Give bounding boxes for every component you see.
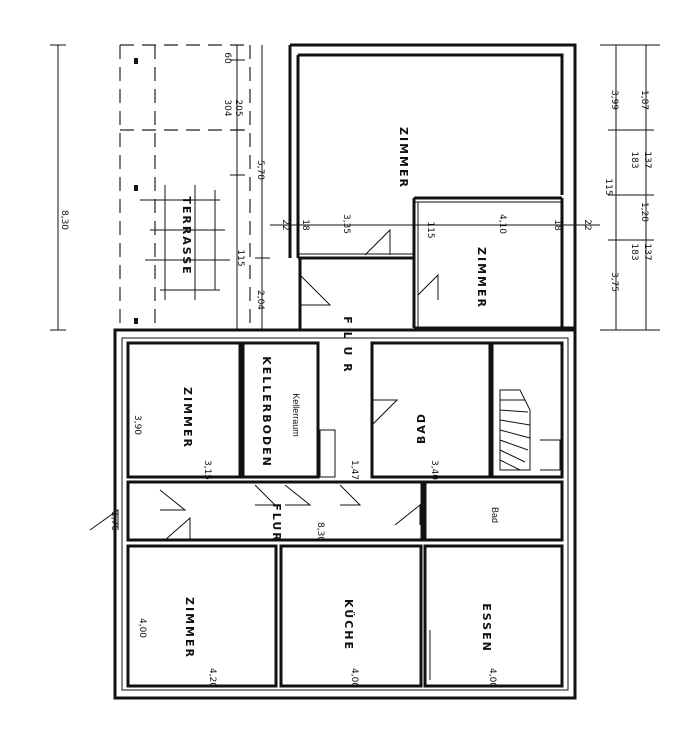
dim-410: 4,10 bbox=[497, 214, 507, 234]
room-label-flur-vertical: F L U R bbox=[341, 316, 354, 373]
room-label-terrasse: TERRASSE bbox=[180, 196, 193, 275]
dim-18-right: 18 bbox=[552, 219, 562, 231]
dim-60: 60 bbox=[222, 52, 232, 64]
dim-315: 3,15 bbox=[202, 460, 212, 480]
dim-205: 205 bbox=[233, 99, 243, 116]
dim-400-kueche: 4,00 bbox=[349, 668, 359, 688]
dim-147: 1,47 bbox=[349, 460, 359, 480]
dim-335: 3,35 bbox=[341, 214, 351, 234]
dimension-lines bbox=[50, 44, 660, 331]
dim-399: 3,99 bbox=[609, 90, 619, 110]
dim-115-right: 115 bbox=[603, 178, 613, 195]
room-label-flur-horizontal: FLUR bbox=[270, 503, 283, 543]
dim-137-top: 137 bbox=[642, 151, 652, 168]
room-label-kellerboden: KELLERBODEN bbox=[260, 356, 273, 468]
room-label-bad: Bad bbox=[490, 507, 500, 523]
room-label-kueche: KÜCHE bbox=[342, 599, 356, 651]
dim-183-bot: 183 bbox=[629, 243, 639, 260]
room-label-kellerraum: Kellerraum bbox=[291, 393, 301, 437]
dim-115-left: 115 bbox=[235, 249, 245, 266]
dim-183-top: 183 bbox=[629, 151, 639, 168]
room-label-zimmer-top: ZIMMER bbox=[397, 127, 410, 189]
dim-total-830: 8,30 bbox=[59, 210, 69, 230]
room-label-bad-top: BAD bbox=[415, 412, 428, 444]
dim-340: 3,40 bbox=[429, 460, 439, 480]
dim-137-bot: 137 bbox=[642, 243, 652, 260]
dim-375: 3,75 bbox=[609, 272, 619, 292]
dim-390: 3,90 bbox=[132, 415, 142, 435]
room-label-zimmer-bottom: ZIMMER bbox=[183, 597, 196, 659]
dim-176: 1,76 bbox=[109, 511, 119, 531]
dim-18-left: 18 bbox=[300, 219, 310, 231]
room-label-zimmer-right: ZIMMER bbox=[475, 247, 488, 309]
staircase bbox=[499, 389, 561, 471]
dim-187: 1,87 bbox=[639, 90, 649, 110]
room-label-zimmer-mid-left: ZIMMER bbox=[181, 387, 194, 449]
dim-304: 304 bbox=[222, 99, 232, 116]
lower-walls bbox=[113, 328, 577, 700]
room-label-essen: ESSEN bbox=[480, 603, 493, 653]
dim-22-right: 22 bbox=[582, 219, 592, 230]
dim-420: 4,20 bbox=[207, 668, 217, 688]
dim-570: 5,70 bbox=[255, 160, 265, 180]
dim-400-essen: 4,00 bbox=[487, 668, 497, 688]
dim-400-left: 4,00 bbox=[137, 618, 147, 638]
dim-830-flur: 8,30 bbox=[315, 522, 325, 542]
dim-120: 1,20 bbox=[639, 202, 649, 222]
dim-115-mid: 115 bbox=[425, 221, 435, 238]
door-swings bbox=[89, 228, 439, 541]
dim-204: 2,04 bbox=[255, 290, 265, 310]
terrace-area bbox=[119, 44, 251, 331]
upper-walls bbox=[288, 43, 577, 330]
dim-22-left: 22 bbox=[280, 219, 290, 230]
